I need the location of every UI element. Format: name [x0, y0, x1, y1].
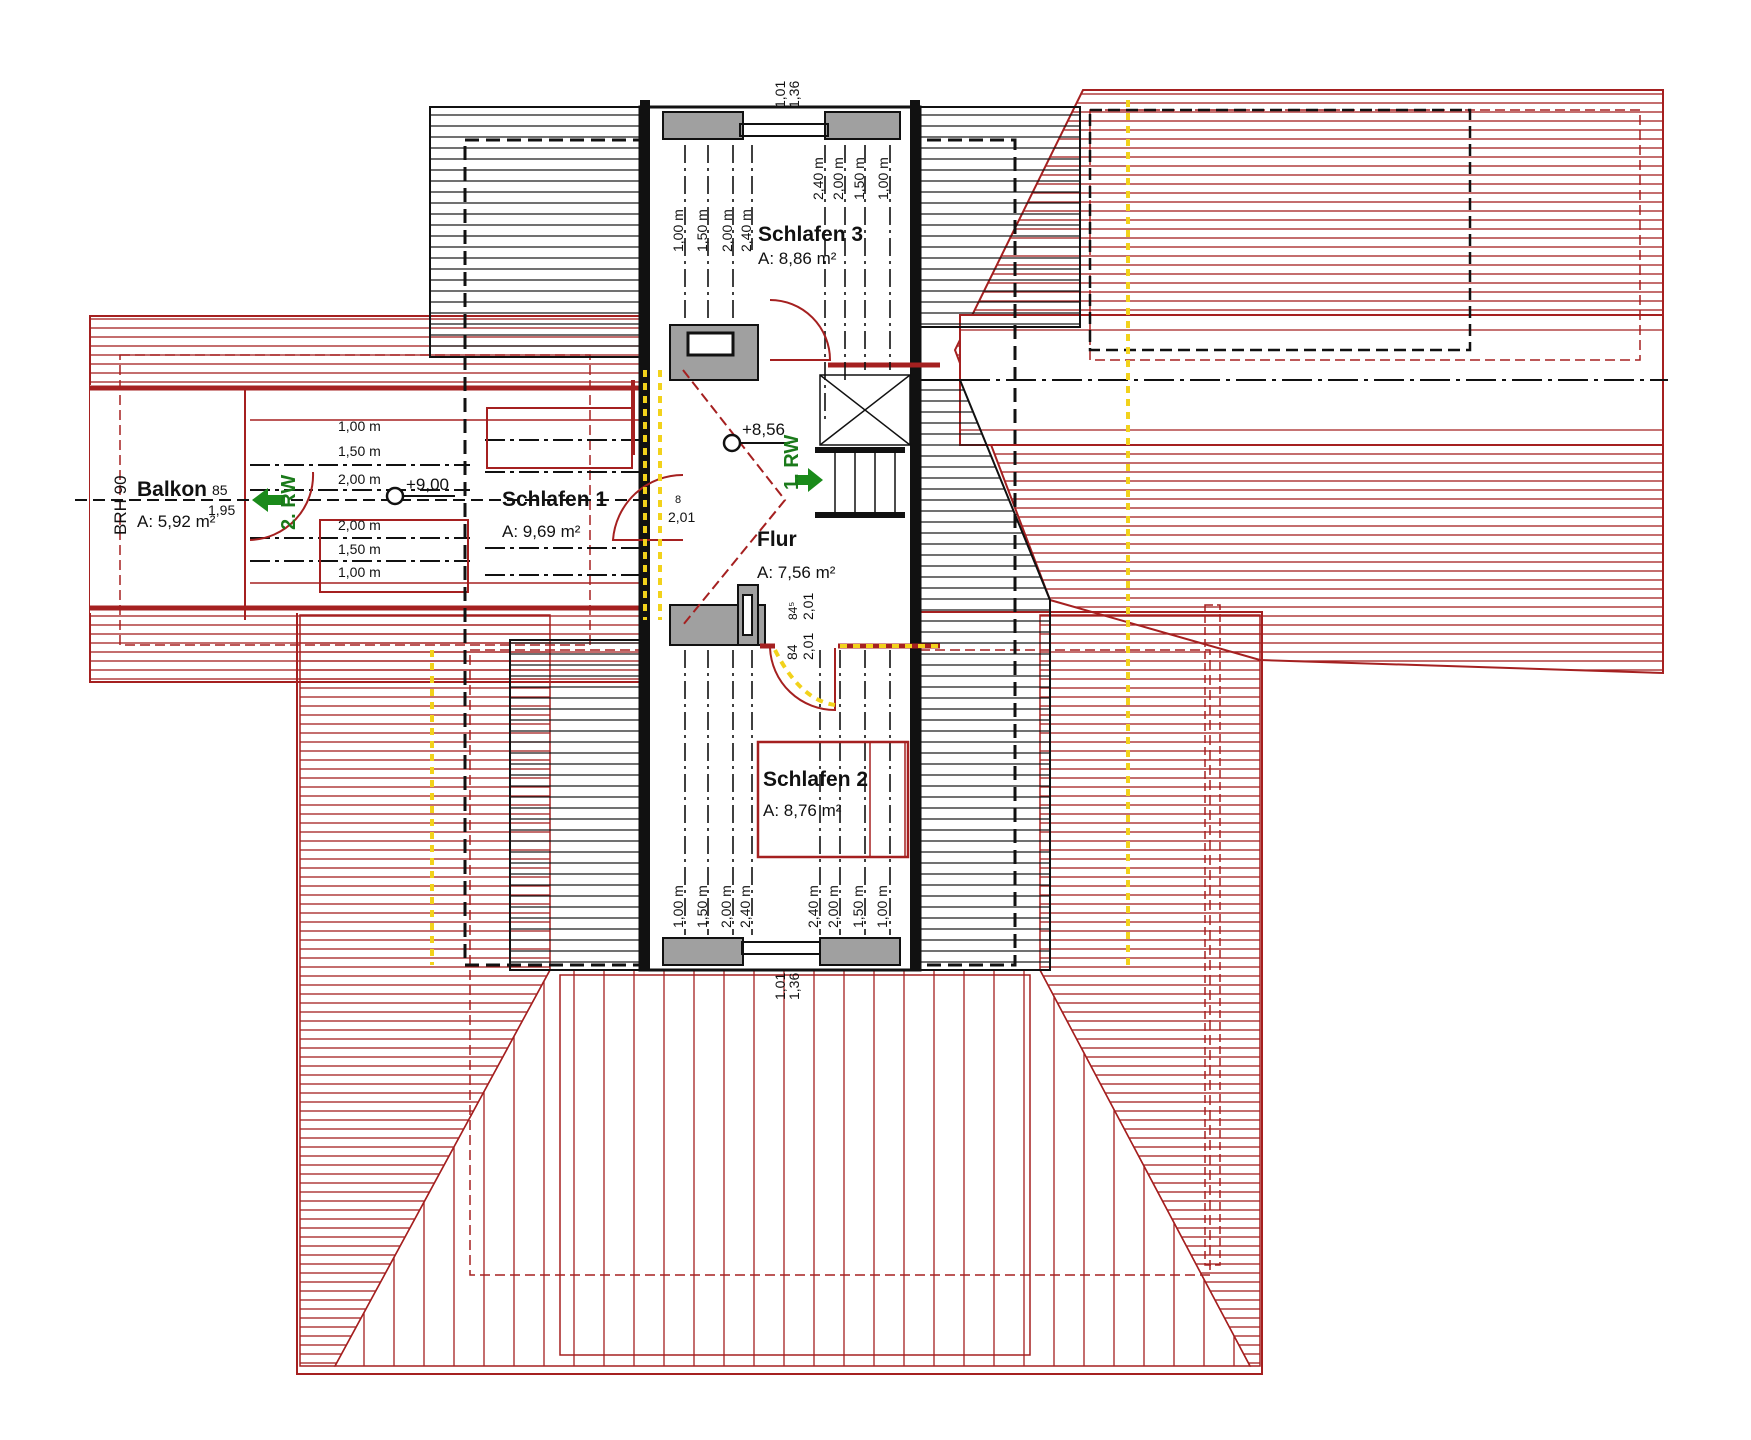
room-area-flur: A: 7,56 m²: [757, 563, 836, 582]
balkon-parapet-height: BRH 90: [111, 475, 130, 535]
room-name-schlafen3: Schlafen 3: [758, 223, 863, 246]
height-label: 1,50 m: [338, 541, 381, 557]
door-dim-flur-lower-a: 84: [784, 644, 800, 660]
escape-route-second: 2. RW: [278, 475, 300, 530]
room-name-schlafen2: Schlafen 2: [763, 768, 868, 791]
insulation-markers: [430, 100, 1130, 965]
level-schlafen1: +9,00: [406, 475, 449, 494]
height-label: 2,00 m: [825, 885, 841, 928]
height-label: 2,00 m: [338, 471, 381, 487]
height-label: 1,00 m: [670, 209, 686, 252]
escape-arrow-icon: [252, 468, 823, 512]
height-label: 2,40 m: [805, 885, 821, 928]
window-bottom-b: 1,36: [786, 973, 802, 1000]
roof-south-west: [509, 639, 641, 971]
level-flur: +8,56: [742, 420, 785, 439]
door-dim-flur-lower-b: 2,01: [800, 633, 816, 660]
room-name-balkon: Balkon: [137, 478, 207, 501]
room-name-schlafen1: Schlafen 1: [502, 488, 607, 511]
roof-south: [296, 604, 1263, 1375]
balkon-sill-bottom: 1,95: [208, 502, 235, 518]
height-label: 2,00 m: [338, 517, 381, 533]
window-top-b: 1,36: [786, 81, 802, 108]
room-area-schlafen2: A: 8,76 m²: [763, 801, 842, 820]
height-label: 2,00 m: [718, 885, 734, 928]
height-label: 1,50 m: [850, 885, 866, 928]
door-dim-schlafen1-a: 8: [675, 494, 681, 506]
window-north: [739, 123, 829, 137]
height-label: 2,40 m: [810, 157, 826, 200]
height-label: 1,00 m: [338, 564, 381, 580]
height-label: 1,50 m: [694, 209, 710, 252]
room-area-schlafen3: A: 8,86 m²: [758, 249, 837, 268]
height-label: 2,00 m: [830, 157, 846, 200]
room-area-schlafen1: A: 9,69 m²: [502, 522, 581, 541]
height-label: 1,00 m: [874, 885, 890, 928]
height-label: 1,00 m: [875, 157, 891, 200]
height-label: 2,00 m: [719, 209, 735, 252]
door-dim-flur-upper-a: 84⁵: [786, 602, 800, 620]
height-label: 1,00 m: [670, 885, 686, 928]
height-label: 1,50 m: [851, 157, 867, 200]
height-label: 2,40 m: [738, 209, 754, 252]
window-south: [741, 941, 821, 955]
window-top-a: 1,01: [772, 81, 788, 108]
room-area-balkon: A: 5,92 m²: [137, 512, 216, 531]
window-bottom-a: 1,01: [772, 973, 788, 1000]
height-label: 1,50 m: [338, 443, 381, 459]
door-dim-flur-upper-b: 2,01: [800, 593, 816, 620]
roof-north-east: [919, 106, 1081, 328]
house-core: [611, 100, 940, 972]
level-marker-icon: [385, 433, 790, 506]
height-label: 1,50 m: [694, 885, 710, 928]
escape-route-first: 1. RW: [781, 435, 803, 490]
balkon-sill-top: 85: [212, 482, 228, 498]
height-label: 2,40 m: [737, 885, 753, 928]
height-label: 1,00 m: [338, 418, 381, 434]
door-dim-schlafen1-b: 2,01: [668, 509, 695, 525]
room-name-flur: Flur: [757, 528, 797, 551]
roof-west-balcony: [75, 315, 820, 683]
roof-north-west: [429, 106, 641, 358]
roof-east: [953, 89, 1668, 675]
